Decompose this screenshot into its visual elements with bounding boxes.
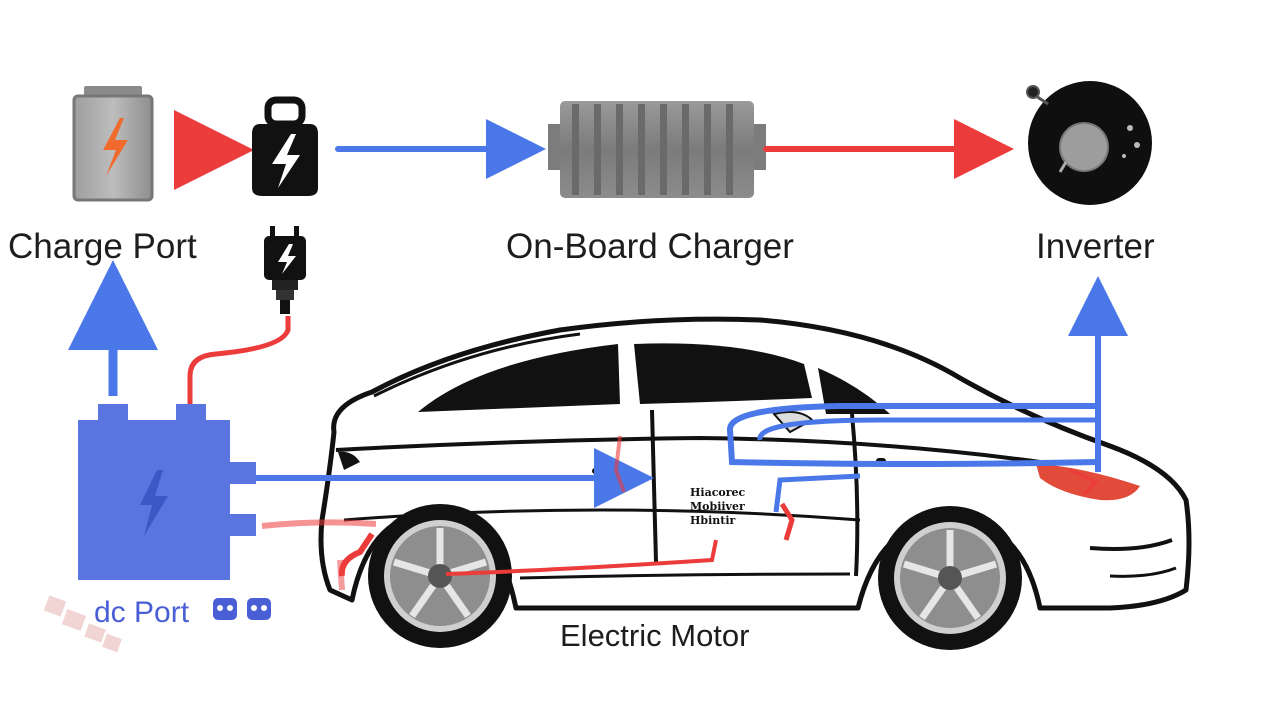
power-plug-bolt-icon xyxy=(252,96,318,196)
red-flow-lines xyxy=(261,435,1099,591)
rear-wheel xyxy=(368,504,512,648)
on-board-charger-unit-icon xyxy=(548,101,766,198)
red-cable-pack-to-plug xyxy=(187,316,291,404)
battery-cell-icon xyxy=(72,86,154,202)
faded-scribble xyxy=(43,595,122,653)
door-text-line-2: Mobiiver xyxy=(690,500,745,513)
door-text-line-1: Hiacorec xyxy=(690,486,746,499)
charging-cable-icon xyxy=(264,226,306,314)
on-board-charger-label: On-Board Charger xyxy=(506,227,794,266)
connector-icon xyxy=(213,598,271,620)
blue-flow-to-inverter xyxy=(727,276,1128,513)
door-text-line-3: Hbintir xyxy=(690,514,736,527)
charge-port-label: Charge Port xyxy=(8,227,197,266)
inverter-disc-icon xyxy=(1026,81,1152,205)
inverter-label: Inverter xyxy=(1036,227,1155,266)
front-wheel xyxy=(878,506,1022,650)
battery-pack-icon xyxy=(78,404,256,580)
electric-car-icon xyxy=(318,316,1192,650)
electric-motor-label: Electric Motor xyxy=(560,618,749,653)
dc-port-label: dc Port xyxy=(94,596,190,629)
door-text: Hiacorec Mobiiver Hbintir xyxy=(690,486,746,527)
